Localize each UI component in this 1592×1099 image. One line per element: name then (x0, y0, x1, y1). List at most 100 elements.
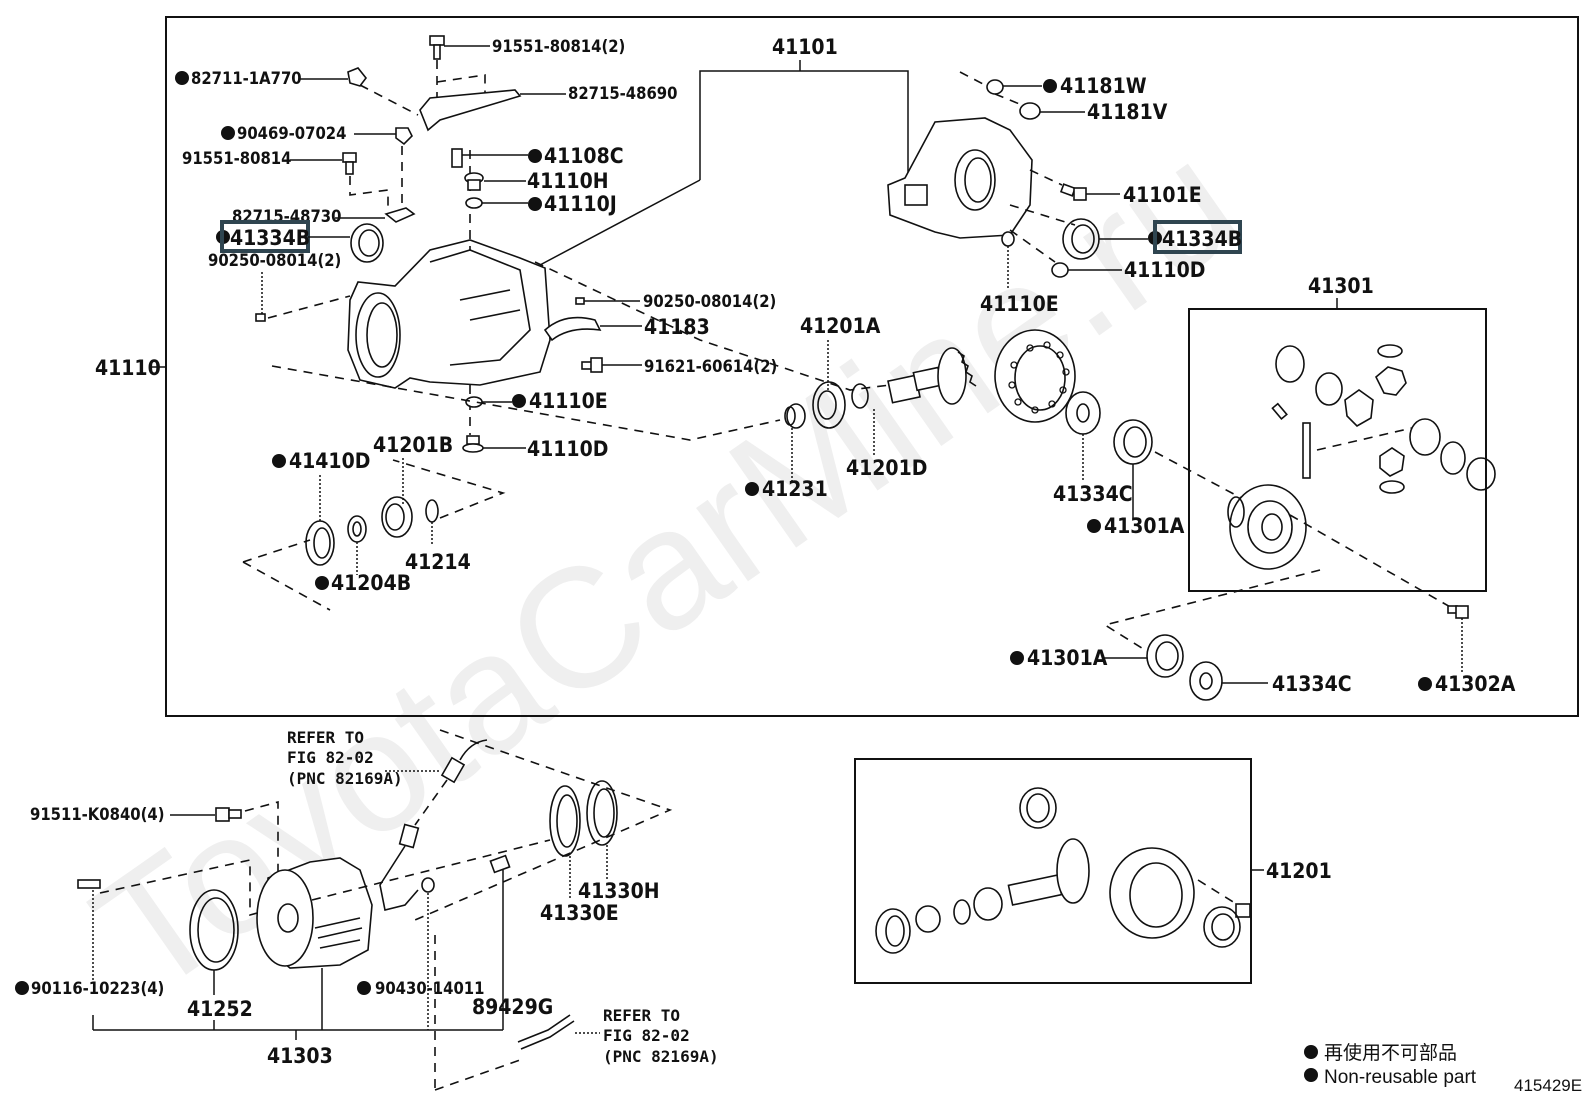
part-label-41201D[interactable]: 41201D (846, 456, 927, 480)
part-label-41302A[interactable]: 41302A (1435, 672, 1516, 696)
clip-icon (395, 127, 413, 146)
clip-icon (347, 67, 368, 87)
thrust-washer-icon (1189, 661, 1223, 701)
part-label-41301[interactable]: 41301 (1308, 274, 1374, 298)
part-label-41334C-upper[interactable]: 41334C (1053, 482, 1133, 506)
part-label-41110D-upper[interactable]: 41110D (1124, 258, 1205, 282)
part-label-41334B-left[interactable]: 41334B (230, 226, 310, 250)
part-label-89429G[interactable]: 89429G (472, 995, 553, 1019)
non-reusable-marker (15, 981, 29, 995)
shim-ring-icon (425, 499, 439, 523)
oil-seal-icon (549, 785, 581, 857)
highlight-box (1153, 220, 1242, 254)
part-label-41110J[interactable]: 41110J (544, 192, 617, 216)
refer-top-line-2[interactable]: FIG 82-02 (287, 748, 374, 767)
part-label-41201A[interactable]: 41201A (800, 314, 881, 338)
refer-bottom-line-2[interactable]: FIG 82-02 (603, 1026, 690, 1045)
differential-case-icon (1227, 484, 1307, 570)
drive-pinion-icon (887, 347, 977, 405)
side-bearing-icon (1113, 419, 1153, 465)
drain-plug-icon (462, 435, 484, 453)
part-label-41201[interactable]: 41201 (1266, 859, 1332, 883)
part-label-41108C[interactable]: 41108C (544, 144, 624, 168)
part-label-41231[interactable]: 41231 (762, 477, 828, 501)
legend-marker (1304, 1045, 1318, 1059)
hose-icon (517, 1014, 575, 1050)
part-label-41101[interactable]: 41101 (772, 35, 838, 59)
part-label-91551-80814[interactable]: 91551-80814 (182, 149, 291, 168)
carrier-cover (887, 117, 1033, 239)
gasket-icon (421, 877, 435, 893)
non-reusable-marker (1010, 651, 1024, 665)
part-label-41181V[interactable]: 41181V (1087, 100, 1168, 124)
part-label-41334C-lower[interactable]: 41334C (1272, 672, 1352, 696)
filler-plug-icon (464, 172, 484, 191)
part-label-41330H[interactable]: 41330H (578, 879, 660, 903)
refer-bottom-line-1: REFER TO (603, 1006, 680, 1025)
part-label-41110H[interactable]: 41110H (527, 169, 609, 193)
part-label-41201B[interactable]: 41201B (373, 433, 453, 457)
bolt-icon (429, 35, 445, 60)
refer-top-line-3[interactable]: (PNC 82169A) (287, 769, 403, 788)
washer-icon (851, 383, 869, 409)
non-reusable-marker (512, 394, 526, 408)
part-label-41334B-right[interactable]: 41334B (1162, 227, 1242, 251)
part-label-41410D[interactable]: 41410D (289, 449, 370, 473)
connector-icon (440, 739, 488, 784)
plug-icon (1051, 262, 1069, 278)
non-reusable-marker (1418, 677, 1432, 691)
part-label-41301A-lower[interactable]: 41301A (1027, 646, 1108, 670)
part-label-41110[interactable]: 41110 (95, 356, 161, 380)
side-bearing-icon (1146, 634, 1184, 678)
part-label-41110E-upper[interactable]: 41110E (980, 292, 1059, 316)
actuator-motor-icon (256, 857, 373, 969)
ring-pinion-kit-frame (854, 758, 1252, 984)
part-label-91551-80814-2[interactable]: 91551-80814(2) (492, 37, 625, 56)
drain-plug-icon (451, 148, 463, 168)
bolt-icon (342, 152, 357, 175)
bracket-icon (419, 89, 522, 132)
part-label-90469-07024[interactable]: 90469-07024 (237, 124, 346, 143)
cover-bracket (699, 70, 909, 190)
part-label-41110E-lower[interactable]: 41110E (529, 389, 608, 413)
legend-english: Non-reusable part (1324, 1067, 1477, 1088)
part-label-90430-14011[interactable]: 90430-14011 (375, 979, 484, 998)
wire-harness-icon (379, 823, 420, 911)
part-label-90250-08014-2-right[interactable]: 90250-08014(2) (643, 292, 776, 311)
part-label-82715-48690[interactable]: 82715-48690 (568, 84, 677, 103)
non-reusable-marker (315, 576, 329, 590)
non-reusable-marker (357, 981, 371, 995)
part-label-41204B[interactable]: 41204B (331, 571, 411, 595)
non-reusable-marker (528, 197, 542, 211)
bolt-icon (215, 807, 242, 822)
part-label-41330E[interactable]: 41330E (540, 901, 619, 925)
part-label-91511-K0840-4[interactable]: 91511-K0840(4) (30, 805, 165, 824)
bolt-icon (581, 357, 603, 373)
part-label-41301A-upper[interactable]: 41301A (1104, 514, 1185, 538)
part-label-41214[interactable]: 41214 (405, 550, 471, 574)
part-label-90250-08014-2-left[interactable]: 90250-08014(2) (208, 251, 341, 270)
sensor-icon (489, 854, 511, 874)
thrust-washer-icon (1065, 391, 1101, 435)
refer-top-line-1: REFER TO (287, 728, 364, 747)
legend-marker (1304, 1068, 1318, 1082)
plug-icon (1019, 102, 1041, 120)
part-label-90116-10223-4[interactable]: 90116-10223(4) (31, 979, 164, 998)
part-label-41252[interactable]: 41252 (187, 997, 253, 1021)
part-label-41303[interactable]: 41303 (267, 1044, 333, 1068)
non-reusable-marker (745, 482, 759, 496)
bolt-icon (1447, 605, 1469, 619)
part-label-41101E[interactable]: 41101E (1123, 183, 1202, 207)
non-reusable-marker (221, 126, 235, 140)
part-label-41110D-lower[interactable]: 41110D (527, 437, 608, 461)
bearing-icon (812, 381, 846, 429)
part-label-91621-60614-2[interactable]: 91621-60614(2) (644, 357, 777, 376)
part-label-82711-1A770[interactable]: 82711-1A770 (191, 69, 302, 88)
oil-seal-icon (586, 780, 618, 846)
refer-bottom-line-3[interactable]: (PNC 82169A) (603, 1047, 719, 1066)
non-reusable-marker (1087, 519, 1101, 533)
dowel-pin-icon (255, 313, 266, 322)
part-label-41181W[interactable]: 41181W (1060, 74, 1147, 98)
side-gear-set-icon (1271, 344, 1496, 494)
